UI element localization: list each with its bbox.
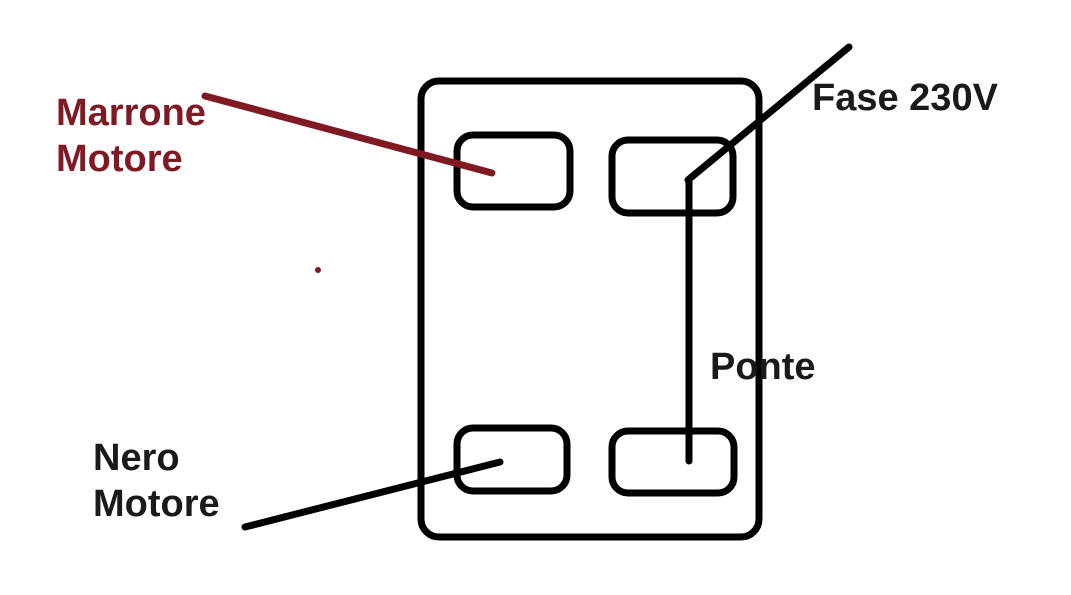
marrone-label-line1: Marrone xyxy=(56,92,206,134)
terminal-top-left xyxy=(453,131,574,211)
marrone-label-line2: Motore xyxy=(56,137,183,180)
marrone-wire xyxy=(201,92,496,177)
nero-label-line1: Nero xyxy=(93,437,180,479)
terminal-top-right xyxy=(608,136,737,217)
ponte-label: Ponte xyxy=(710,346,816,388)
nero-wire xyxy=(241,458,504,531)
stray-dot xyxy=(315,267,321,273)
terminal-bottom-left xyxy=(453,424,571,495)
switch-body xyxy=(417,77,763,541)
fase-230v-label: Fase 230V xyxy=(812,77,998,119)
nero-motore-label: Nero Motore xyxy=(93,436,220,527)
marrone-motore-label: Marrone Motore xyxy=(56,91,206,182)
fase-wire xyxy=(684,43,853,184)
terminal-bottom-right xyxy=(608,427,738,497)
nero-label-line2: Motore xyxy=(93,482,220,525)
